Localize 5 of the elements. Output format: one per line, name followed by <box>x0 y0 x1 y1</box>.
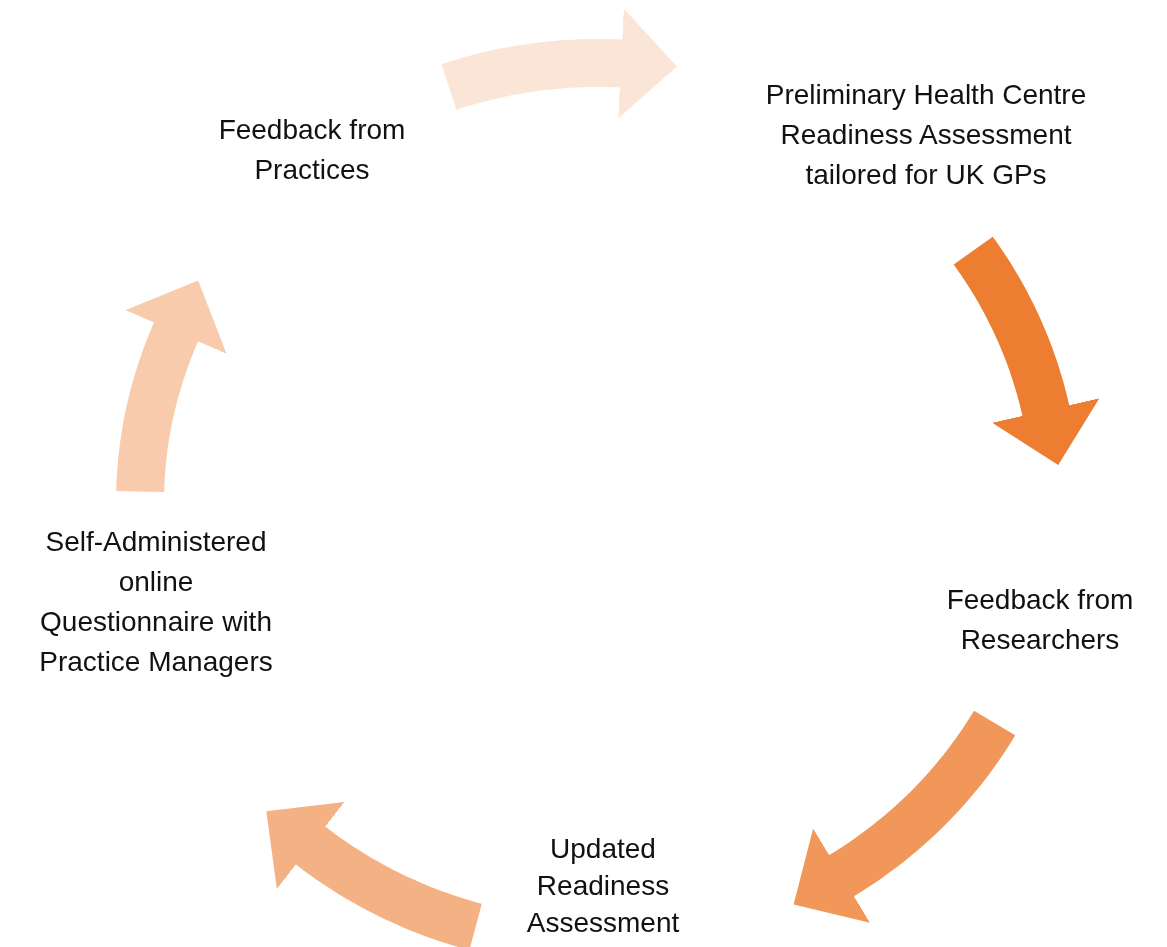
step-label: Updated Readiness Assessment <box>525 831 681 940</box>
step-label: Self-Administered online Questionnaire with Practice Managers <box>38 525 274 679</box>
step-label: Feedback from Practices <box>217 113 407 187</box>
step-label: Preliminary Health Centre Readiness Assessment tailored for UK GPs <box>764 78 1088 192</box>
step-label: Feedback from Researchers <box>945 583 1135 657</box>
